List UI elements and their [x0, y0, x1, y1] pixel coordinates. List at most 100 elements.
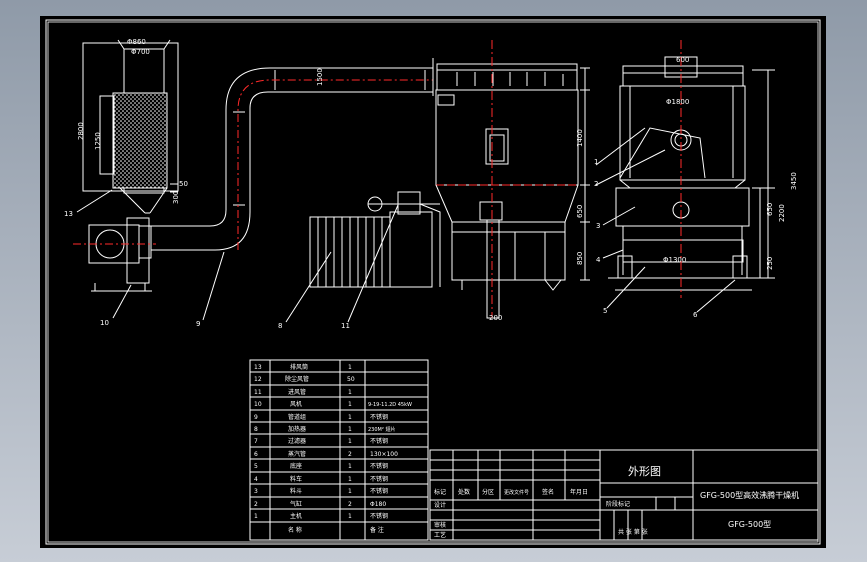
svg-text:10: 10 [254, 401, 262, 408]
callout-13: 13 [64, 210, 73, 218]
callout-6: 6 [693, 311, 698, 319]
parts-row: 8 加热器 1 230M² 翅片 [254, 425, 395, 433]
title-block-text: 外形图 GFG-500型高效沸腾干燥机 GFG-500型 标记 处数 分区 更改… [434, 465, 799, 539]
svg-text:1: 1 [348, 426, 352, 433]
svg-text:1: 1 [348, 401, 352, 408]
tb-stage: 阶段标记 [606, 500, 630, 508]
tb-count: 处数 [458, 488, 470, 496]
svg-text:料斗: 料斗 [290, 487, 302, 495]
svg-text:排风筒: 排风筒 [290, 363, 308, 371]
svg-text:不锈钢: 不锈钢 [370, 413, 388, 421]
svg-text:进风管: 进风管 [288, 388, 306, 396]
dim-650: 650 [576, 205, 584, 218]
tb-process: 工艺 [434, 531, 446, 539]
svg-text:13: 13 [254, 364, 262, 371]
parts-row: 11 进风管 1 [254, 388, 352, 396]
dim-phi1300: Φ1300 [663, 256, 686, 264]
parts-row: 10 风机 1 9-19-11.2D 45kW [254, 400, 412, 408]
svg-text:6: 6 [254, 451, 258, 458]
svg-text:3: 3 [254, 488, 258, 495]
dryer-side-view [608, 40, 775, 298]
tb-doc: 更改文件号 [504, 489, 529, 496]
svg-text:风机: 风机 [290, 400, 302, 408]
parts-row: 7 过滤器 1 不锈钢 [254, 437, 388, 445]
callout-2: 2 [594, 180, 598, 188]
svg-text:1: 1 [348, 463, 352, 470]
air-duct [151, 67, 433, 251]
svg-text:过滤器: 过滤器 [288, 437, 306, 445]
dim-1250: 1250 [94, 132, 102, 150]
dim-300: 300 [172, 191, 180, 204]
title-block [429, 449, 819, 541]
svg-text:1: 1 [348, 438, 352, 445]
callout-9: 9 [196, 320, 200, 328]
svg-text:主机: 主机 [290, 512, 302, 520]
svg-text:130×100: 130×100 [370, 451, 398, 458]
drawing-text: Φ860 Φ700 2800 1250 50 300 1500 200 1400… [64, 38, 798, 330]
svg-text:50: 50 [347, 376, 355, 383]
dim-50: 50 [179, 180, 188, 188]
callout-8: 8 [278, 322, 282, 330]
svg-text:12: 12 [254, 376, 262, 383]
exhaust-stack [82, 39, 179, 214]
parts-row: 13 排风筒 1 [254, 363, 352, 371]
callout-11: 11 [341, 322, 350, 330]
sheet-border [45, 19, 821, 545]
callout-4: 4 [596, 256, 601, 264]
svg-text:蒸汽管: 蒸汽管 [288, 450, 306, 458]
svg-text:不锈钢: 不锈钢 [370, 462, 388, 470]
dim-1400: 1400 [576, 129, 584, 147]
parts-row: 1 主机 1 不锈钢 [254, 512, 388, 520]
svg-text:管道组: 管道组 [288, 413, 306, 421]
svg-text:2: 2 [348, 501, 352, 508]
inner-frame [47, 21, 819, 543]
dim-600: 600 [676, 56, 689, 64]
dryer-front-view [432, 40, 590, 319]
callout-10: 10 [100, 319, 109, 327]
svg-text:1: 1 [348, 414, 352, 421]
svg-text:4: 4 [254, 476, 258, 483]
dim-200: 200 [489, 314, 502, 322]
svg-text:2: 2 [254, 501, 258, 508]
dim-1500: 1500 [316, 68, 324, 86]
tb-design: 设计 [434, 501, 446, 509]
svg-text:名 称: 名 称 [288, 526, 302, 534]
tb-zone: 分区 [482, 488, 494, 496]
parts-row: 4 料车 1 不锈钢 [254, 475, 388, 483]
leader-lines [76, 127, 736, 323]
parts-row: 6 蒸汽管 2 130×100 [254, 450, 398, 458]
svg-text:料车: 料车 [290, 475, 302, 483]
svg-text:备 注: 备 注 [370, 526, 384, 534]
callout-5: 5 [603, 307, 607, 315]
callout-3: 3 [596, 222, 600, 230]
parts-row: 5 底座 1 不锈钢 [254, 462, 388, 470]
parts-row: 3 料斗 1 不锈钢 [254, 487, 388, 495]
svg-text:Φ180: Φ180 [370, 501, 386, 508]
svg-text:不锈钢: 不锈钢 [370, 437, 388, 445]
drawing-number: GFG-500型 [728, 520, 771, 529]
parts-list-table [249, 359, 429, 541]
dim-2200: 2200 [778, 204, 786, 222]
svg-text:2: 2 [348, 451, 352, 458]
dim-phi860: Φ860 [127, 38, 146, 46]
svg-text:230M² 翅片: 230M² 翅片 [368, 426, 395, 433]
tb-mark: 标记 [434, 488, 446, 496]
tb-check: 审核 [434, 521, 446, 529]
svg-text:9: 9 [254, 414, 258, 421]
svg-text:1: 1 [348, 389, 352, 396]
parts-list-text: 13 排风筒 1 12 除尘风管 50 11 进风管 1 10 风机 1 9-1… [254, 363, 412, 534]
drawing-title: 外形图 [628, 465, 661, 478]
svg-text:1: 1 [348, 488, 352, 495]
parts-row: 2 气缸 2 Φ180 [254, 500, 386, 508]
svg-text:1: 1 [348, 364, 352, 371]
fan [73, 217, 156, 292]
svg-text:11: 11 [254, 389, 262, 396]
dim-3450: 3450 [790, 172, 798, 190]
svg-text:1: 1 [254, 513, 258, 520]
callout-1: 1 [594, 158, 598, 166]
heater [309, 191, 441, 288]
svg-text:7: 7 [254, 438, 258, 445]
dim-850: 850 [576, 252, 584, 265]
svg-text:8: 8 [254, 426, 258, 433]
